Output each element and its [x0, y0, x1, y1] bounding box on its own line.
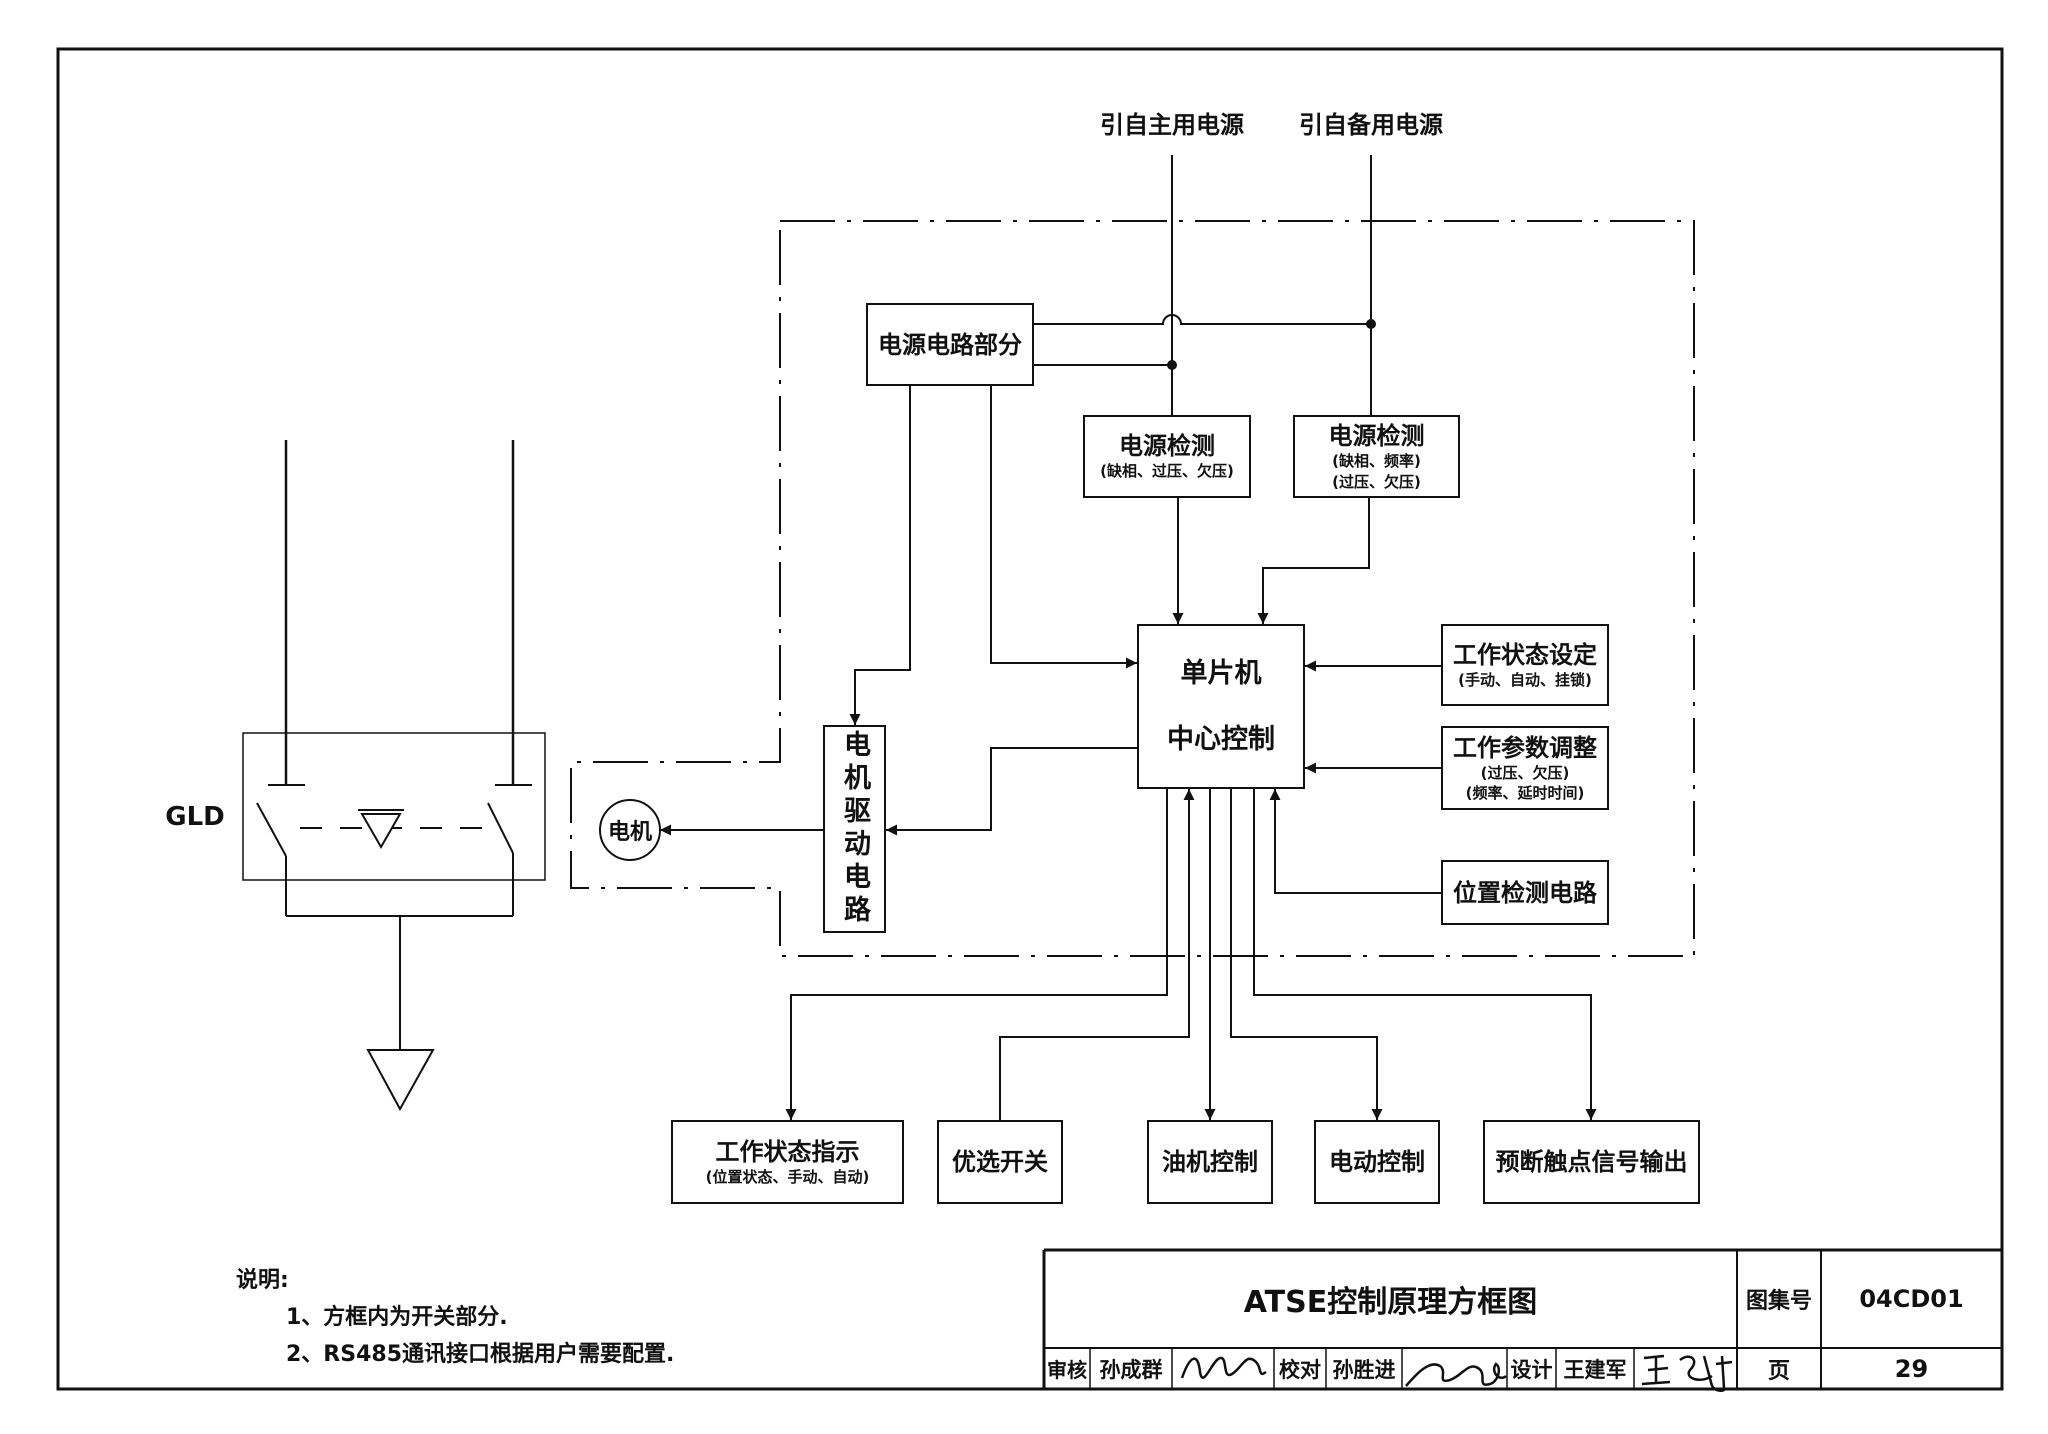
atlas-label: 图集号 [1745, 1289, 1812, 1314]
junction-dot [1167, 360, 1177, 370]
designer-signature [1641, 1354, 1733, 1392]
power-to-driver-arrow [849, 386, 911, 725]
motor-circle [599, 799, 661, 861]
review-label: 审核 [1047, 1358, 1087, 1382]
reviewer-name: 孙成群 [1099, 1357, 1163, 1382]
detect-standby-arrow [1257, 498, 1370, 624]
param-adjust-block: 工作参数调整 (过压、欠压) (频率、延时时间) [1441, 726, 1609, 810]
electric-control-arrow [1230, 789, 1383, 1120]
genset-control-label: 油机控制 [1162, 1148, 1258, 1176]
reviewer-signature [1180, 1356, 1267, 1379]
electric-control-label: 电动控制 [1329, 1148, 1425, 1176]
detect-standby-note: (缺相、频率) [1332, 452, 1421, 471]
checker-signature [1405, 1362, 1507, 1387]
mcu-block: 单片机 中心控制 [1137, 624, 1305, 789]
gld-left-blade [256, 802, 287, 857]
sheet-border [56, 47, 2004, 1391]
gld-frame [242, 732, 546, 881]
load-triangle [366, 1049, 435, 1112]
state-setting-block: 工作状态设定 (手动、自动、挂锁) [1441, 624, 1609, 706]
power-circuit-block: 电源电路部分 [866, 303, 1034, 386]
param-adjust-title: 工作参数调整 [1453, 733, 1597, 762]
pre-break-output-label: 预断触点信号输出 [1495, 1148, 1688, 1176]
detect-standby-title: 电源检测 [1328, 422, 1425, 451]
status-indicator-title: 工作状态指示 [715, 1137, 860, 1166]
status-indicator-note: (位置状态、手动、自动) [705, 1167, 870, 1186]
motor-label: 电机 [607, 820, 652, 845]
power-to-mcu-arrow [990, 386, 1137, 669]
motor-driver-label: 电机驱动电路 [839, 730, 870, 928]
mcu-label: 单片机 [1180, 658, 1262, 690]
checker-name: 孙胜进 [1332, 1357, 1396, 1382]
drawing-title: ATSE控制原理方框图 [1243, 1285, 1538, 1320]
gld-operator-triangle [360, 813, 402, 850]
switch-boundary [570, 220, 1695, 957]
notes-heading: 说明: [236, 1268, 289, 1293]
electric-control-block: 电动控制 [1314, 1120, 1440, 1204]
gld-right-blade [487, 802, 514, 854]
mcu-label: 中心控制 [1167, 723, 1275, 755]
preferred-switch-block: 优选开关 [937, 1120, 1063, 1204]
standby-source-label: 引自备用电源 [1299, 110, 1443, 139]
page-label: 页 [1767, 1358, 1790, 1384]
detect-main-block: 电源检测 (缺相、过压、欠压) [1083, 415, 1251, 498]
page-number: 29 [1894, 1354, 1929, 1383]
position-detect-arrow [1269, 789, 1441, 894]
atlas-number: 04CD01 [1859, 1285, 1964, 1313]
standby-feed-line [1034, 314, 1371, 325]
preferred-switch-label: 优选开关 [952, 1148, 1048, 1176]
check-label: 校对 [1279, 1357, 1321, 1382]
detect-standby-block: 电源检测 (缺相、频率) (过压、欠压) [1293, 415, 1460, 498]
genset-control-block: 油机控制 [1147, 1120, 1273, 1204]
pre-break-output-block: 预断触点信号输出 [1483, 1120, 1700, 1204]
note-item: 2、RS485通讯接口根据用户需要配置. [286, 1342, 675, 1367]
title-block-grid [1042, 1248, 2002, 1389]
note-item: 1、方框内为开关部分. [286, 1305, 508, 1330]
motor-driver-block: 电机驱动电路 [823, 725, 886, 933]
detect-standby-note: (过压、欠压) [1332, 472, 1421, 491]
param-adjust-note: (过压、欠压) [1480, 763, 1570, 782]
status-indicator-block: 工作状态指示 (位置状态、手动、自动) [671, 1120, 904, 1204]
preferred-switch-arrow [999, 789, 1195, 1120]
junction-dot [1366, 319, 1376, 329]
mcu-to-driver-arrow [886, 747, 1137, 836]
pre-break-output-arrow [1253, 789, 1597, 1120]
gld-switch-symbol [242, 440, 546, 1112]
detect-main-note: (缺相、过压、欠压) [1100, 462, 1234, 481]
param-adjust-note: (频率、延时时间) [1465, 784, 1585, 802]
designer-name: 王建军 [1563, 1357, 1627, 1382]
position-detect-block: 位置检测电路 [1441, 860, 1609, 925]
power-circuit-label: 电源电路部分 [878, 330, 1022, 359]
state-setting-title: 工作状态设定 [1453, 640, 1597, 669]
detect-main-title: 电源检测 [1119, 432, 1215, 461]
main-source-label: 引自主用电源 [1100, 110, 1244, 139]
gld-label: GLD [165, 802, 225, 832]
position-detect-label: 位置检测电路 [1453, 878, 1597, 907]
state-setting-note: (手动、自动、挂锁) [1458, 670, 1592, 689]
status-indicator-arrow [785, 789, 1168, 1120]
design-label: 设计 [1510, 1357, 1553, 1382]
